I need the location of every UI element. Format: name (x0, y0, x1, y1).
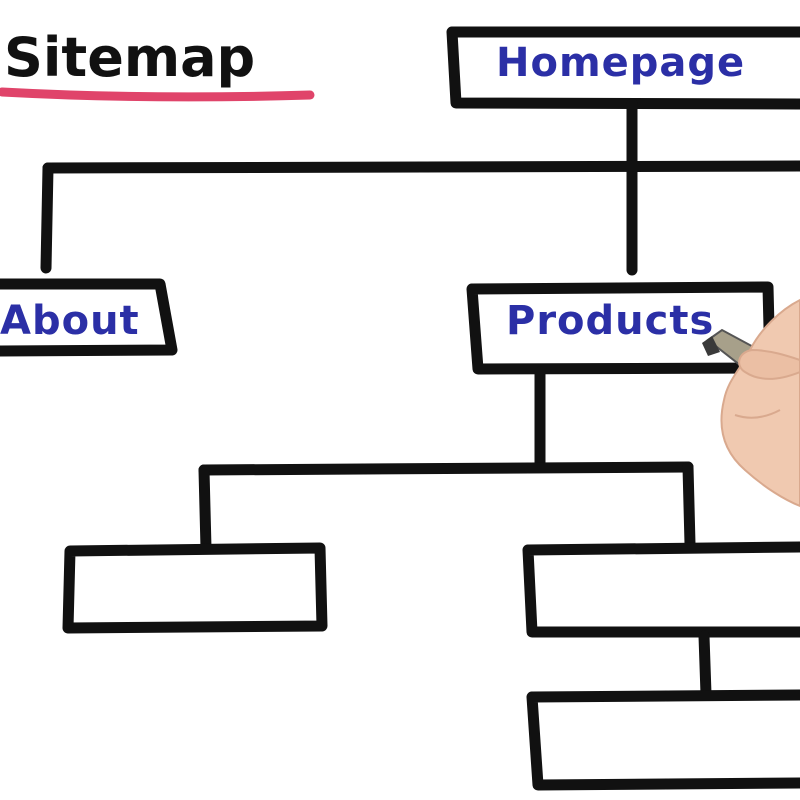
empty-box-3 (526, 689, 800, 791)
knuckle-crease (734, 409, 781, 419)
node-homepage-label: Homepage (496, 40, 746, 86)
empty-box-1 (62, 542, 328, 634)
homepage-box (446, 26, 800, 110)
child1-connector (198, 464, 212, 554)
level1-connector (42, 160, 800, 174)
title-underline (0, 87, 315, 102)
about-box (0, 278, 178, 357)
level2-connector (198, 461, 694, 476)
marker-tip (702, 336, 720, 356)
thumb (738, 348, 800, 380)
page-title: Sitemap (4, 26, 256, 89)
about-connector (40, 162, 54, 274)
child3-connector (698, 630, 712, 700)
empty-box-2 (522, 541, 800, 638)
hand-with-marker (702, 298, 800, 508)
node-about-label: About (0, 298, 140, 344)
child2-connector (682, 461, 696, 550)
hand (720, 298, 800, 508)
node-products-label: Products (506, 298, 715, 344)
